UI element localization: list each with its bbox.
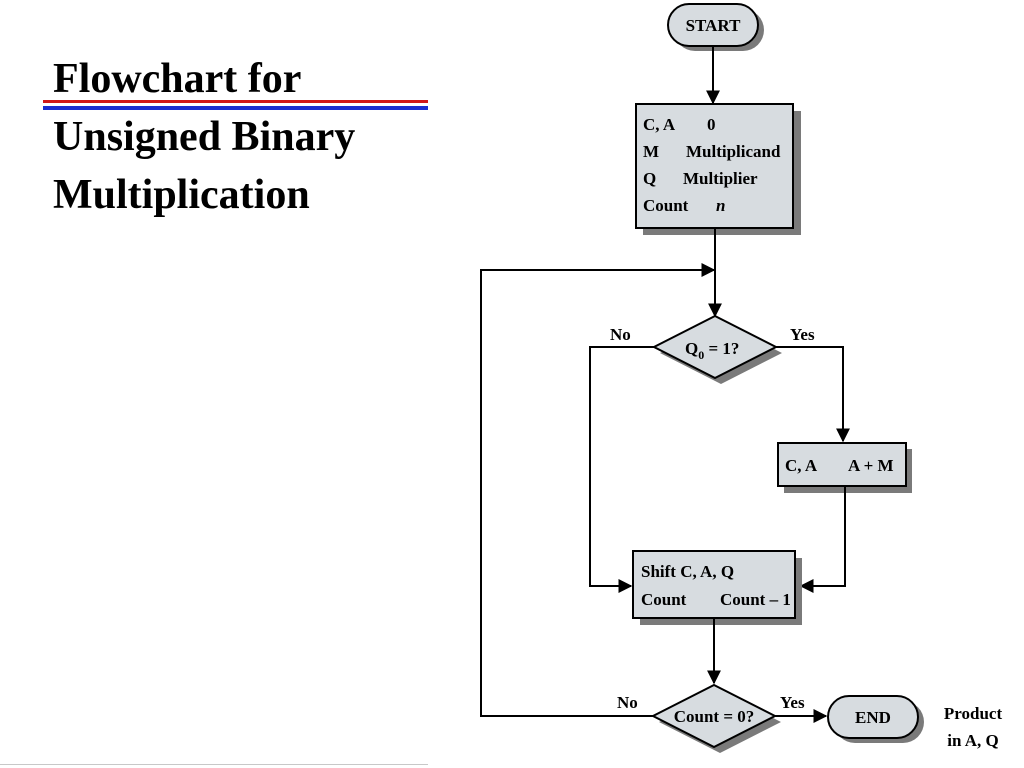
- init-reg-count: Count: [643, 196, 689, 215]
- shift-line2-reg: Count: [641, 590, 687, 609]
- init-val-ca: 0: [707, 115, 716, 134]
- add-reg: C, A: [785, 456, 818, 475]
- arrow-loop-back: [480, 263, 716, 717]
- arrow-no-to-shift: [589, 346, 654, 593]
- decision-count-text: Count = 0?: [674, 707, 755, 726]
- yes-label-2: Yes: [780, 693, 805, 712]
- yes-label-1: Yes: [790, 325, 815, 344]
- title-underline-red: [43, 100, 428, 103]
- no-label-2: No: [617, 693, 638, 712]
- result-line-1: Product: [944, 704, 1003, 723]
- start-terminal: START: [667, 3, 764, 51]
- init-val-count: n: [716, 196, 725, 215]
- end-terminal: END: [827, 695, 924, 743]
- init-val-q: Multiplier: [683, 169, 758, 188]
- start-label: START: [686, 16, 741, 35]
- init-val-m: Multiplicand: [686, 142, 781, 161]
- init-reg-m: M: [643, 142, 659, 161]
- init-box: C, A 0 M Multiplicand Q Multiplier Count…: [635, 103, 801, 235]
- add-box: C, A A + M: [777, 442, 912, 493]
- init-reg-ca: C, A: [643, 115, 676, 134]
- title-underline-blue: [43, 106, 428, 110]
- title-line-1: Flowchart for: [53, 56, 302, 102]
- add-val: A + M: [848, 456, 894, 475]
- decision-q0-rest: = 1?: [704, 339, 739, 358]
- arrow-yes-to-add: [776, 346, 850, 443]
- shift-line1: Shift C, A, Q: [641, 562, 734, 581]
- decision-q0-text: Q0 = 1?: [685, 339, 739, 362]
- decision-count: Count = 0?: [650, 683, 781, 753]
- result-line-2: in A, Q: [947, 731, 999, 750]
- decision-q0: Q0 = 1?: [651, 314, 782, 384]
- init-reg-q: Q: [643, 169, 656, 188]
- shift-line2-val: Count – 1: [720, 590, 791, 609]
- shift-box: Shift C, A, Q Count Count – 1: [632, 550, 802, 625]
- footer-rule: [0, 764, 428, 765]
- decision-q0-sub: 0: [698, 348, 704, 362]
- arrow-add-to-shift: [799, 486, 846, 593]
- slide-title: Flowchart for Unsigned Binary Multiplica…: [53, 50, 433, 224]
- title-line-3: Multiplication: [53, 172, 310, 218]
- end-label: END: [855, 708, 891, 727]
- title-line-2: Unsigned Binary: [53, 114, 356, 160]
- no-label-1: No: [610, 325, 631, 344]
- decision-q0-main: Q: [685, 339, 698, 358]
